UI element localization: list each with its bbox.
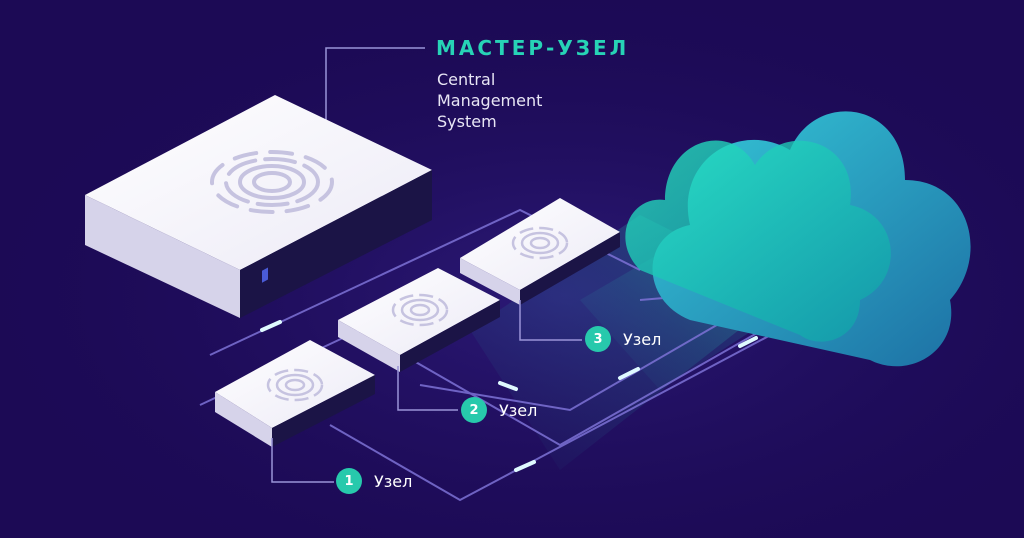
node-label-1: 1 Узел xyxy=(336,468,412,494)
node-server-1 xyxy=(215,340,375,483)
cloud-icon xyxy=(625,111,971,367)
master-server xyxy=(85,95,432,318)
fingerprint-icon xyxy=(210,150,334,214)
node-server-2 xyxy=(338,268,500,411)
node-number-badge: 2 xyxy=(461,397,487,423)
node-number-badge: 1 xyxy=(336,468,362,494)
node-server-3 xyxy=(460,198,620,341)
node-label-3: 3 Узел xyxy=(585,326,661,352)
subtitle-line: Management xyxy=(437,91,543,110)
subtitle-line: Central xyxy=(437,70,496,89)
node-label-2: 2 Узел xyxy=(461,397,537,423)
node-label-text: Узел xyxy=(374,471,413,491)
node-label-text: Узел xyxy=(499,400,538,420)
master-node-subtitle: Central Management System xyxy=(437,69,542,132)
master-node-title: МАСТЕР-УЗЕЛ xyxy=(436,36,630,60)
node-label-text: Узел xyxy=(623,329,662,349)
subtitle-line: System xyxy=(437,112,497,131)
node-number-badge: 3 xyxy=(585,326,611,352)
